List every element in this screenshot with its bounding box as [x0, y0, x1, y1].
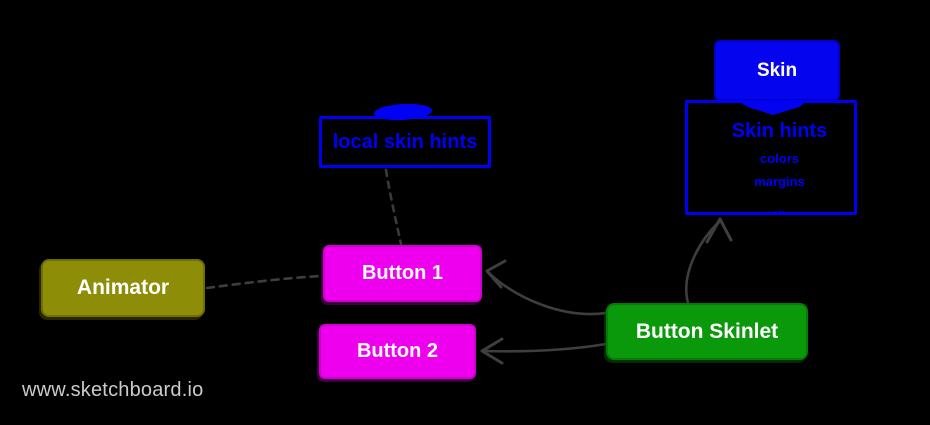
skin-hints-item-ellipsis: ...: [774, 201, 785, 216]
sketchboard-watermark: www.sketchboard.io: [22, 379, 204, 401]
animator-button1-dashed-line[interactable]: [205, 274, 323, 290]
skin-hints-item-margins: margins: [754, 174, 805, 189]
node-button-skinlet-label: Button Skinlet: [635, 319, 779, 343]
node-skin-label: Skin: [756, 59, 798, 81]
buttonskinlet-skinhints-arrow[interactable]: [685, 217, 733, 305]
node-button2[interactable]: Button 2: [319, 324, 476, 379]
node-button1[interactable]: Button 1: [323, 245, 482, 302]
buttonskinlet-button1-arrow[interactable]: [485, 259, 608, 316]
node-animator[interactable]: Animator: [41, 259, 205, 317]
arrowhead-icon: [705, 217, 733, 244]
node-animator-label: Animator: [76, 276, 170, 299]
node-local-skin-hints[interactable]: local skin hints: [319, 116, 491, 168]
skin-hints-title: Skin hints: [731, 120, 828, 142]
node-skin-hints[interactable]: Skin hints colors margins ...: [685, 100, 857, 216]
node-button-skinlet[interactable]: Button Skinlet: [606, 303, 808, 360]
node-local-skin-hints-label: local skin hints: [332, 130, 478, 153]
arrowhead-icon: [485, 259, 507, 289]
skin-hints-item-colors: colors: [759, 151, 799, 166]
localskinhints-button1-dashed-line[interactable]: [384, 168, 403, 246]
node-skin[interactable]: Skin: [714, 40, 840, 101]
arrowhead-icon: [480, 337, 504, 365]
buttonskinlet-button2-arrow[interactable]: [480, 337, 608, 365]
node-button2-label: Button 2: [356, 340, 439, 362]
node-button1-label: Button 1: [361, 262, 444, 284]
